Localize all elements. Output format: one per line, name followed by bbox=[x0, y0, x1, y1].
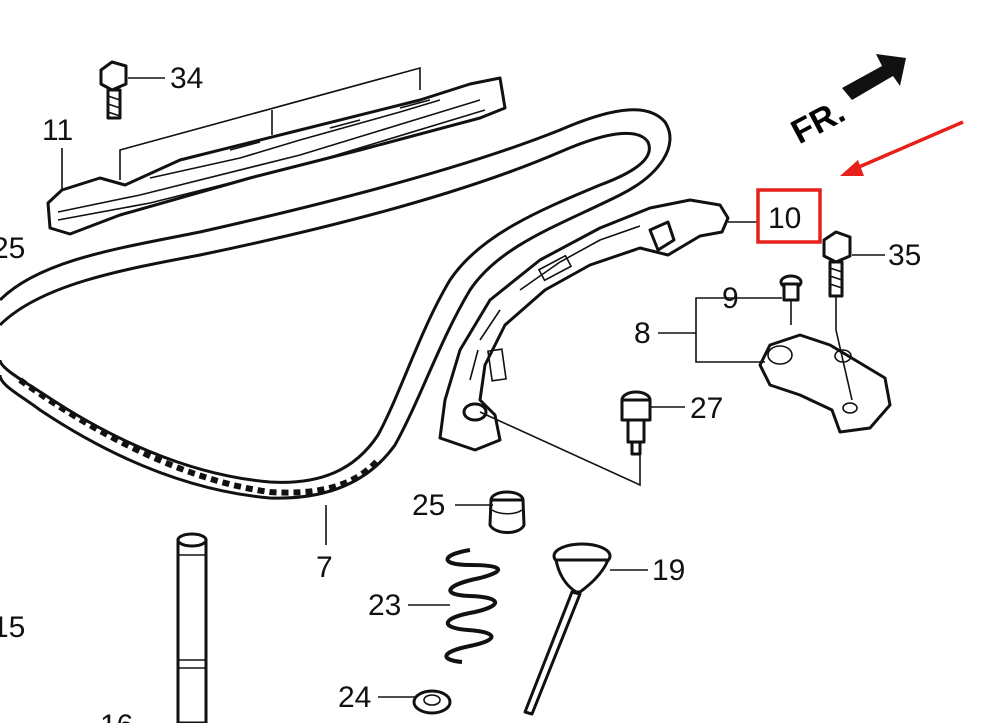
label-7: 7 bbox=[316, 551, 333, 584]
label-34: 34 bbox=[170, 62, 203, 95]
label-25-left: 25 bbox=[0, 232, 25, 265]
red-pointer-arrow-icon bbox=[840, 120, 964, 176]
highlight-box-part-10 bbox=[756, 188, 822, 244]
part-11-chain-guide bbox=[46, 76, 507, 236]
part-25-valve-seal bbox=[488, 490, 526, 534]
label-15: 15 bbox=[0, 611, 25, 644]
label-10: 10 bbox=[768, 202, 801, 235]
label-8: 8 bbox=[634, 317, 651, 350]
label-25: 25 bbox=[412, 489, 445, 522]
leader-lines bbox=[61, 66, 885, 698]
label-23: 23 bbox=[368, 589, 401, 622]
part-24-spring-retainer bbox=[412, 689, 452, 715]
label-19: 19 bbox=[652, 554, 685, 587]
part-8-tensioner bbox=[758, 333, 892, 434]
label-35: 35 bbox=[888, 239, 921, 272]
label-27: 27 bbox=[690, 392, 723, 425]
label-16: 16 bbox=[100, 709, 133, 723]
label-9: 9 bbox=[722, 282, 739, 315]
front-arrow-icon bbox=[842, 54, 906, 100]
label-11: 11 bbox=[42, 114, 73, 147]
part-9-pin bbox=[779, 274, 803, 325]
part-7-timing-chain bbox=[0, 108, 672, 500]
part-35-bolt bbox=[822, 230, 852, 298]
part-34-bolt bbox=[99, 60, 128, 120]
part-19-valve bbox=[523, 542, 612, 716]
part-27-bolt bbox=[620, 390, 652, 456]
label-24: 24 bbox=[338, 681, 371, 714]
front-direction-label: FR. bbox=[785, 92, 851, 151]
front-direction-indicator: FR. bbox=[785, 54, 906, 152]
part-10-tensioner-arm bbox=[438, 198, 730, 452]
part-23-valve-spring bbox=[444, 548, 501, 664]
part-15-shaft bbox=[176, 532, 208, 723]
